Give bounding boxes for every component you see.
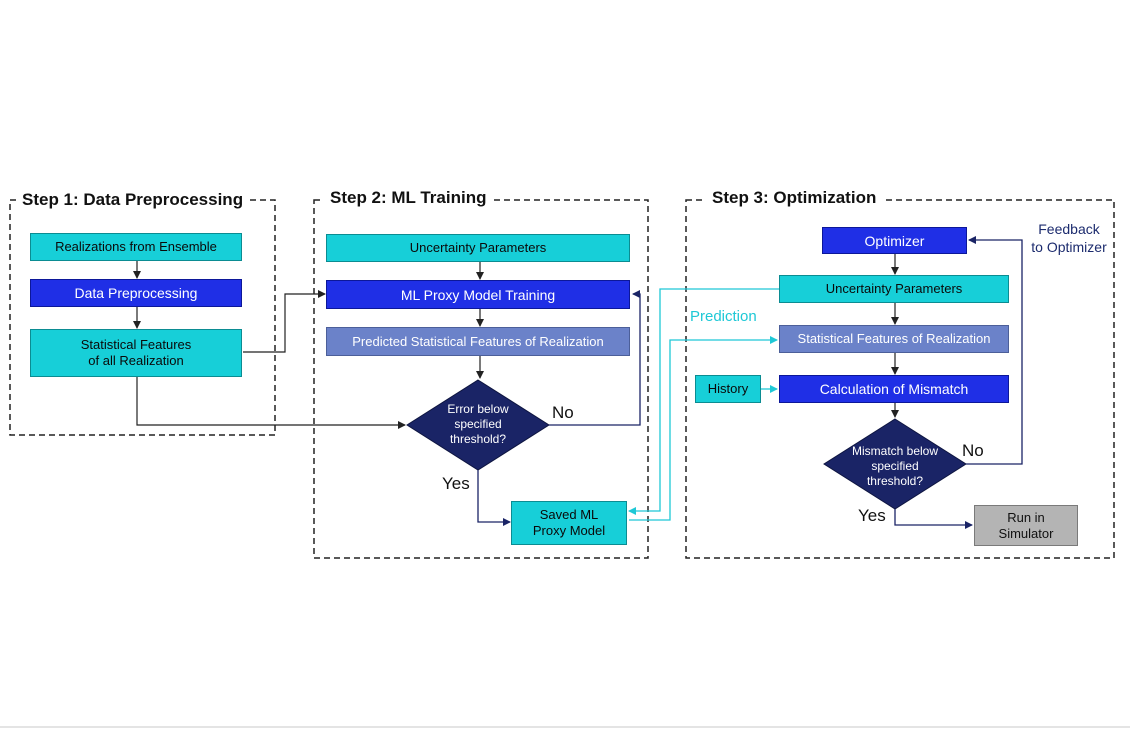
step2-frame [313, 199, 649, 559]
mismatch-decision-text: Mismatch below specified threshold? [840, 444, 950, 489]
arrow-no-to-optimizer [966, 236, 1023, 465]
data-preprocessing-box: Data Preprocessing [30, 279, 242, 307]
saved-model-line2: Proxy Model [532, 523, 606, 538]
feedback-line1: Feedback [1038, 221, 1100, 237]
arrow-saved-model-to-features3 [629, 336, 778, 521]
feedback-to-optimizer-label: Feedback to Optimizer [1026, 220, 1112, 256]
arrow-no-to-training [549, 290, 641, 426]
step3-frame [685, 199, 1115, 559]
statistical-features-line1: Statistical Features [80, 337, 192, 352]
mismatch-no-label: No [962, 441, 984, 460]
statistical-features-box: Statistical Features of all Realization [30, 329, 242, 377]
error-decision-line3: threshold? [449, 432, 507, 446]
run-in-simulator-box: Run in Simulator [974, 505, 1078, 546]
optimizer-box: Optimizer [822, 227, 967, 254]
run-simulator-line2: Simulator [998, 525, 1054, 541]
uncertainty-parameters-box-3: Uncertainty Parameters [779, 275, 1009, 303]
feedback-line2: to Optimizer [1031, 239, 1107, 255]
statistical-features-line2: of all Realization [88, 353, 184, 368]
mismatch-decision-line3: threshold? [866, 474, 924, 488]
uncertainty-parameters-box: Uncertainty Parameters [326, 234, 630, 262]
error-decision-text: Error below specified threshold? [428, 402, 528, 447]
mismatch-decision-line2: specified [871, 459, 919, 473]
history-box: History [695, 375, 761, 403]
mismatch-decision-line1: Mismatch below [851, 444, 939, 458]
predicted-features-box: Predicted Statistical Features of Realiz… [326, 327, 630, 356]
step2-title: Step 2: ML Training [324, 188, 493, 208]
statistical-features-box-3: Statistical Features of Realization [779, 325, 1009, 353]
ml-proxy-training-box: ML Proxy Model Training [326, 280, 630, 309]
prediction-label: Prediction [690, 308, 757, 325]
saved-ml-proxy-box: Saved ML Proxy Model [511, 501, 627, 545]
step1-title: Step 1: Data Preprocessing [16, 190, 250, 210]
mismatch-yes-label: Yes [858, 506, 886, 525]
arrow-uncertainty3-to-saved-model [628, 288, 779, 515]
arrow-yes-to-simulator [894, 509, 973, 529]
step3-title: Step 3: Optimization [706, 188, 883, 208]
error-decision-line1: Error below [447, 402, 509, 416]
realizations-box: Realizations from Ensemble [30, 233, 242, 261]
error-no-label: No [552, 403, 574, 422]
run-simulator-line1: Run in [1007, 509, 1045, 525]
calculation-mismatch-box: Calculation of Mismatch [779, 375, 1009, 403]
arrow-features-to-decision [136, 377, 406, 429]
saved-model-line1: Saved ML [539, 507, 599, 522]
error-yes-label: Yes [442, 474, 470, 493]
arrow-features-to-training [243, 290, 326, 353]
arrow-yes-to-saved-model [477, 470, 511, 526]
error-decision-line2: specified [454, 417, 502, 431]
